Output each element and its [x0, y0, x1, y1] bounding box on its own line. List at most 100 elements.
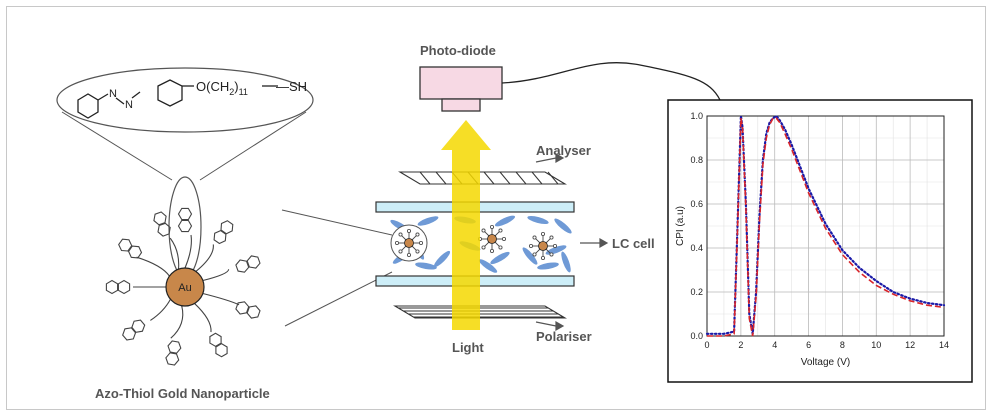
lc-molecule [494, 215, 516, 227]
analyser-grating-line [483, 171, 495, 185]
ligand-chain [136, 256, 170, 277]
ligand-ring [246, 305, 261, 319]
gold-core-label: Au [178, 282, 191, 294]
ligand-ring [220, 220, 234, 235]
chart-plot-border [706, 115, 945, 337]
mini-ligand-end [489, 224, 494, 229]
ligand-ring [157, 222, 171, 237]
ligand-ring [215, 343, 228, 358]
ligand-highlight-ellipse [168, 176, 202, 278]
ligand-ring [246, 255, 261, 269]
mini-ligand-end [415, 232, 420, 237]
mini-ligand-end [553, 243, 558, 248]
pointer-arrows [535, 152, 609, 332]
analyser-grating-line [547, 171, 559, 185]
ligand-ring [105, 279, 119, 295]
ligand-ring [177, 207, 193, 221]
ligand-chain [170, 305, 184, 339]
mini-ligand-end [498, 245, 503, 250]
chart-ytick-label: 0.6 [690, 199, 703, 209]
lc-molecule [561, 251, 571, 273]
azo-n2-label: N [125, 99, 133, 111]
lc-molecule [478, 259, 498, 273]
lc-molecule [490, 251, 510, 265]
ligand-chain [184, 234, 192, 269]
light-label: Light [452, 340, 484, 355]
ligand-chain [202, 292, 240, 306]
gold-core [165, 267, 205, 307]
ligand-group [105, 207, 261, 366]
ligand-ring [235, 259, 250, 273]
ligand-ring [235, 301, 250, 315]
photodiode-body [419, 66, 503, 100]
mini-ligand-end [406, 252, 411, 257]
chart-ytick-label: 0.0 [690, 331, 703, 341]
mini-ligand-end [415, 249, 420, 254]
chart-xtick-label: 2 [738, 340, 743, 350]
mini-ligand-end [529, 243, 534, 248]
chart-series-line-2 [707, 117, 945, 337]
lc-cell-label: LC cell [612, 236, 655, 251]
thiol-label: —SH [276, 79, 307, 94]
light-arrow [441, 120, 491, 330]
ligand-ring [131, 319, 146, 333]
chart-xtick-label: 12 [905, 340, 915, 350]
lc-molecule [537, 262, 559, 270]
mini-nanoparticle-group [390, 224, 558, 262]
mini-gold-core [538, 241, 548, 251]
lc-molecule [415, 262, 437, 270]
mini-ligand-end [532, 252, 537, 257]
mini-ligand-end [481, 228, 486, 233]
chart-xtick-label: 8 [840, 340, 845, 350]
chart-frame [667, 99, 973, 383]
chart-xlabel: Voltage (V) [801, 357, 850, 368]
photodiode-cable [501, 62, 721, 101]
chart-xtick-label: 14 [939, 340, 949, 350]
ligand-chain [194, 303, 212, 333]
mini-ligand-end [541, 231, 546, 236]
azo-molecule [77, 79, 278, 119]
ligand-ring [127, 245, 143, 259]
ligand-ring [118, 238, 133, 252]
mini-ligand-end [481, 245, 486, 250]
ligand-ring [153, 211, 167, 226]
chart-ytick-label: 0.8 [690, 155, 703, 165]
ligand-ring [167, 340, 182, 354]
analyser-grating-line [499, 171, 511, 185]
connector-line-upper [281, 209, 393, 236]
analyser-grating-line [435, 171, 447, 185]
ligand-ring [177, 219, 193, 233]
ligand-chain [195, 244, 214, 272]
ligand-chain [150, 298, 171, 321]
lc-molecule [433, 250, 451, 268]
mini-ligand-end [398, 249, 403, 254]
chart-xtick-label: 10 [871, 340, 881, 350]
lc-molecule [417, 216, 439, 226]
mini-ligand-end [406, 228, 411, 233]
mini-ligand-end [498, 228, 503, 233]
mini-gold-core [404, 238, 414, 248]
mini-ligand-end [549, 252, 554, 257]
analyser-label: Analyser [536, 143, 591, 158]
analyser-grating-line [531, 171, 543, 185]
photodiode-label: Photo-diode [420, 43, 496, 58]
ligand-chain [169, 237, 180, 270]
chart-ytick-label: 1.0 [690, 111, 703, 121]
ligand-ring [209, 332, 222, 347]
lc-molecule [527, 215, 549, 225]
zoom-ellipse [56, 67, 314, 133]
analyser-grating-line [515, 171, 527, 185]
mini-ligand-end [398, 232, 403, 237]
ligand-ring [122, 327, 137, 341]
ligand-chain [202, 269, 230, 282]
nanoparticle-title: Azo-Thiol Gold Nanoparticle [95, 386, 270, 401]
mini-gold-core [487, 234, 497, 244]
chart-xtick-label: 4 [772, 340, 777, 350]
lc-molecule [545, 245, 567, 255]
lc-molecule [554, 218, 572, 234]
photodiode-window [441, 98, 481, 112]
mini-ligand-end [394, 240, 399, 245]
ligand-ring [213, 229, 227, 245]
mini-ligand-end [549, 235, 554, 240]
